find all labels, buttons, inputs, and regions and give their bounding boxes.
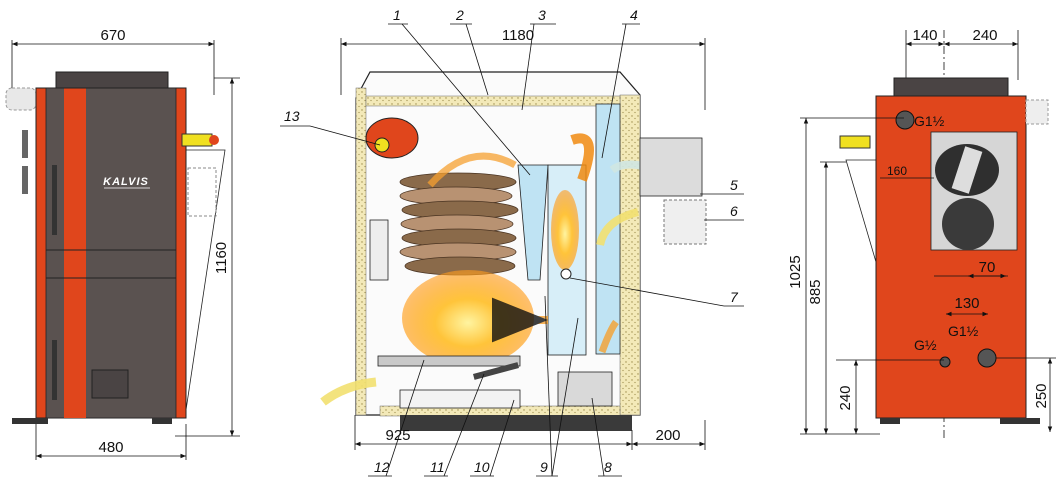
pipe-label-right: G1½	[948, 323, 979, 339]
dim-label-670: 670	[100, 27, 125, 44]
pipe-stub-icon	[5, 87, 37, 111]
callout-3: 3	[538, 7, 546, 23]
top-cover	[55, 71, 169, 89]
secondary-flame	[551, 190, 579, 270]
callout-6: 6	[730, 203, 738, 219]
leader	[443, 373, 485, 477]
loading-door	[369, 219, 389, 281]
dim-label-70: 70	[979, 259, 996, 276]
dim-label-200: 200	[655, 427, 680, 444]
base-plinth	[400, 415, 632, 431]
cleaning-box	[557, 371, 613, 407]
dim-label-925: 925	[385, 427, 410, 444]
pipe-fitting-icon	[181, 133, 213, 147]
hidden-outline	[187, 167, 217, 217]
water-jacket-front	[517, 164, 549, 281]
dim-label-1160: 1160	[213, 242, 230, 274]
leader	[521, 23, 535, 111]
leader	[544, 295, 553, 477]
callouts-bottom: 12 11 10 9 8	[368, 295, 622, 477]
leader	[591, 397, 605, 477]
front-view: 670 KALVIS 1160 480	[5, 27, 240, 460]
burner-nozzle-icon	[374, 137, 390, 153]
handle-icon	[22, 166, 28, 194]
air-intake-arrow	[320, 377, 377, 406]
water-flow-arrow	[598, 319, 619, 354]
callout-4: 4	[630, 7, 638, 23]
rear-view: 140 240 G1½ 160 70 130 G½ G1½	[787, 27, 1056, 440]
flue-diameter-label: 160	[887, 164, 907, 178]
insulation-right	[619, 94, 641, 416]
pipe-stub-icon	[1025, 99, 1049, 125]
foot	[1000, 418, 1040, 424]
pipe-fitting-icon	[839, 135, 871, 149]
insulation-top	[365, 95, 621, 107]
callouts-top: 1 2 3 4	[388, 7, 640, 176]
water-inlet-outline	[663, 199, 707, 245]
handle-icon	[22, 130, 28, 158]
dim-label-1180: 1180	[502, 27, 534, 44]
foot	[152, 418, 172, 424]
burner-fan-icon	[365, 117, 419, 159]
dim-label-250: 250	[1033, 383, 1050, 408]
leader	[601, 23, 627, 159]
dim-label-1025: 1025	[787, 255, 804, 288]
callout-5: 5	[730, 177, 738, 193]
callout-2: 2	[455, 7, 464, 23]
dim-label-480: 480	[98, 439, 123, 456]
callout-11: 11	[430, 459, 445, 475]
dim-label-885: 885	[807, 279, 824, 304]
callout-9: 9	[540, 459, 548, 475]
pipe-connection-icon	[939, 356, 951, 368]
leader	[309, 125, 381, 146]
leader	[551, 317, 579, 477]
callout-12: 12	[374, 459, 390, 475]
leader	[401, 23, 531, 176]
leader	[489, 399, 515, 477]
section-view: 1180	[280, 7, 744, 477]
ash-pan	[399, 389, 521, 409]
side-bracket	[845, 159, 877, 263]
pipe-label-top: G1½	[914, 113, 945, 129]
sensor-icon	[560, 268, 572, 280]
leader	[569, 277, 725, 307]
dim-label-130: 130	[954, 295, 979, 312]
ash-door	[91, 369, 129, 399]
valve-icon	[209, 135, 219, 145]
orange-stripe	[64, 88, 86, 418]
gas-flow-arrow	[427, 152, 517, 188]
air-flow-arrow	[596, 208, 640, 247]
insulation-left	[355, 87, 367, 416]
door-hinge-icon	[52, 340, 57, 400]
foot	[880, 418, 900, 424]
pipe-connection-icon	[977, 348, 997, 368]
brand-logo: KALVIS	[103, 176, 149, 188]
lower-flue-icon	[942, 198, 994, 250]
callout-10: 10	[474, 459, 490, 475]
dim-label-140: 140	[912, 27, 937, 44]
callout-7: 7	[730, 289, 739, 305]
flue-outlet	[639, 137, 703, 197]
dim-label-240-top: 240	[972, 27, 997, 44]
grate	[377, 355, 521, 367]
pipe-connection-icon	[895, 110, 915, 130]
leader	[385, 359, 425, 477]
dim-label-240: 240	[837, 385, 854, 410]
callout-8: 8	[604, 459, 612, 475]
callout-1: 1	[393, 7, 401, 23]
foot	[12, 418, 48, 424]
air-damper-icon	[473, 362, 519, 380]
door-hinge-icon	[52, 165, 57, 235]
side-bracket	[185, 149, 226, 411]
pipe-label-small: G½	[914, 337, 937, 353]
top-cover	[893, 77, 1009, 97]
gas-flow-arrow	[570, 133, 594, 182]
flue-damper-icon	[951, 146, 983, 194]
leader	[465, 23, 489, 96]
callout-13: 13	[284, 108, 300, 124]
